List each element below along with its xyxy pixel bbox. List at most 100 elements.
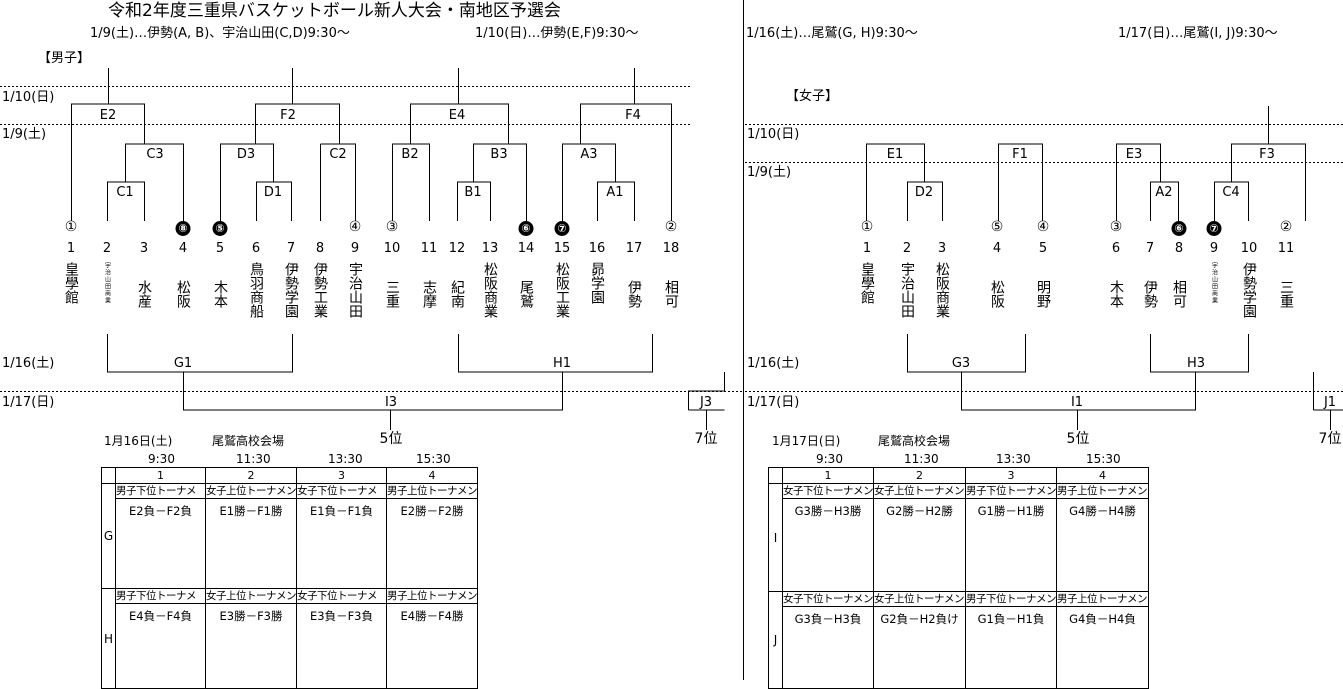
team-name: 相可 bbox=[1171, 280, 1187, 308]
draw-number: 10 bbox=[383, 241, 401, 256]
draw-number: 12 bbox=[448, 241, 466, 256]
draw-number: 6 bbox=[251, 241, 261, 256]
court-label: J bbox=[768, 591, 783, 689]
category: 男子下位トーナメント bbox=[966, 485, 1056, 499]
time-label: 11:30 bbox=[904, 452, 939, 466]
draw-number: 14 bbox=[517, 241, 535, 256]
match-label: C3 bbox=[146, 147, 164, 162]
team-name: 皇學館 bbox=[859, 262, 875, 304]
matchup: G4勝－H4勝 bbox=[1069, 504, 1136, 518]
match-label: A2 bbox=[1155, 185, 1173, 200]
match-label: A1 bbox=[606, 185, 624, 200]
col-header: 4 bbox=[1056, 467, 1149, 484]
table-cell: 女子上位トーナメントE1勝－F1勝 bbox=[205, 483, 297, 589]
match-label: D1 bbox=[263, 185, 283, 200]
court-label: I bbox=[768, 483, 783, 592]
matchup: E3負－F3負 bbox=[309, 609, 373, 623]
team-name: 伊勢 bbox=[1142, 280, 1158, 308]
seed-mark: ⑥ bbox=[518, 221, 534, 236]
match-label: I1 bbox=[1070, 395, 1084, 410]
match-label: H3 bbox=[1186, 356, 1206, 371]
court-label: G bbox=[101, 483, 116, 589]
seed-mark: ① bbox=[860, 219, 874, 235]
seed-mark: ③ bbox=[385, 219, 399, 235]
category: 女子下位トーナメント bbox=[783, 593, 873, 607]
team-name: 松阪工業 bbox=[554, 262, 570, 318]
match-label: E3 bbox=[1125, 147, 1143, 162]
draw-number: 2 bbox=[102, 241, 112, 256]
match-label: C1 bbox=[116, 185, 134, 200]
team-name: 鳥羽商船 bbox=[248, 262, 264, 318]
matchup: E1負－F1負 bbox=[309, 504, 373, 518]
draw-number: 15 bbox=[553, 241, 571, 256]
time-label: 15:30 bbox=[416, 452, 451, 466]
team-name: 三重 bbox=[384, 280, 400, 308]
category: 男子下位トーナメント bbox=[966, 593, 1056, 607]
match-label: C2 bbox=[329, 147, 347, 162]
schedule-day1: 1/9(土)…伊勢(A, B)、宇治山田(C,D)9:30～ bbox=[90, 26, 350, 41]
draw-number: 7 bbox=[286, 241, 296, 256]
court-label: H bbox=[101, 588, 116, 689]
boys-date-label: 1/16(土) bbox=[2, 356, 55, 371]
match-label: F3 bbox=[1259, 147, 1275, 162]
match-label: F1 bbox=[1012, 147, 1028, 162]
category: 男子下位トーナメント bbox=[116, 484, 205, 499]
time-label: 15:30 bbox=[1086, 452, 1121, 466]
col-header: 2 bbox=[205, 467, 297, 484]
col-header: 3 bbox=[296, 467, 387, 484]
table-corner bbox=[768, 467, 783, 484]
team-name: 伊勢学園 bbox=[1241, 262, 1257, 318]
table-cell: 女子下位トーナメント E1負－F1負 bbox=[296, 483, 387, 589]
team-name: 皇學館 bbox=[63, 262, 79, 304]
category: 女子下位トーナメント bbox=[297, 484, 386, 499]
table-date: 1月16日(土) bbox=[104, 434, 173, 448]
time-label: 13:30 bbox=[328, 452, 363, 466]
matchup: E1勝－F1勝 bbox=[219, 504, 283, 518]
seed-mark: ⑤ bbox=[212, 221, 228, 236]
team-name: 伊勢工業 bbox=[312, 262, 328, 318]
table-cell: 男子下位トーナメントE4負－F4負 bbox=[115, 588, 206, 689]
match-label: H1 bbox=[552, 356, 572, 371]
category: 男子上位トーナメント bbox=[387, 485, 477, 499]
table-cell: 女子下位トーナメントG3勝－H3勝 bbox=[782, 483, 874, 592]
team-name: 松阪商業 bbox=[482, 262, 498, 318]
category: 男子上位トーナメント bbox=[1057, 485, 1148, 499]
draw-number: 9 bbox=[1209, 241, 1219, 256]
time-label: 11:30 bbox=[236, 452, 271, 466]
matchup: G1負－H1負 bbox=[977, 612, 1045, 626]
table-cell: 女子上位トーナメントE3勝－F3勝 bbox=[205, 588, 297, 689]
category: 女子上位トーナメント bbox=[206, 590, 296, 604]
draw-number: 18 bbox=[662, 241, 680, 256]
match-label: I3 bbox=[384, 395, 398, 410]
boys-date-label: 1/17(日) bbox=[2, 395, 55, 410]
girls-date-label: 1/10(日) bbox=[747, 127, 800, 142]
match-label: F4 bbox=[625, 108, 641, 123]
category: 男子上位トーナメント bbox=[387, 590, 477, 604]
team-name: 松阪商業 bbox=[934, 262, 950, 318]
table-cell: 男子下位トーナメント G1負－H1負 bbox=[965, 591, 1057, 689]
table-cell: 男子下位トーナメントG1勝－H1勝 bbox=[965, 483, 1057, 592]
team-name: 尾鷲 bbox=[518, 280, 534, 308]
place-label: 5位 bbox=[379, 431, 403, 447]
matchup: G2負－H2負け bbox=[880, 612, 959, 626]
match-label: B1 bbox=[464, 185, 482, 200]
match-label: F2 bbox=[280, 108, 296, 123]
table-cell: 女子下位トーナメントE3負－F3負 bbox=[296, 588, 387, 689]
table-cell: 男子上位トーナメント E4勝－F4勝 bbox=[386, 588, 478, 689]
table-cell: 男子上位トーナメントE2勝－F2勝 bbox=[386, 483, 478, 589]
matchup: E4勝－F4勝 bbox=[400, 609, 464, 623]
match-label: A3 bbox=[580, 147, 598, 162]
team-name: 木本 bbox=[1108, 280, 1124, 308]
draw-number: 3 bbox=[139, 241, 149, 256]
matchup: E2負－F2負 bbox=[128, 504, 192, 518]
schedule-day2: 1/10(日)…伊勢(E,F)9:30～ bbox=[475, 26, 639, 41]
match-label: G3 bbox=[951, 356, 971, 371]
table-cell: 男子上位トーナメントG4負－H4負 bbox=[1056, 591, 1149, 689]
schedule-table-right: 1 2 3 4 I 女子下位トーナメントG3勝－H3勝 女子上位トーナメントG2… bbox=[768, 467, 1149, 689]
team-name: 宇治山田 bbox=[347, 262, 363, 318]
team-name: 相可 bbox=[663, 280, 679, 308]
place-label: 5位 bbox=[1066, 431, 1090, 447]
draw-number: 13 bbox=[481, 241, 499, 256]
draw-number: 8 bbox=[315, 241, 325, 256]
